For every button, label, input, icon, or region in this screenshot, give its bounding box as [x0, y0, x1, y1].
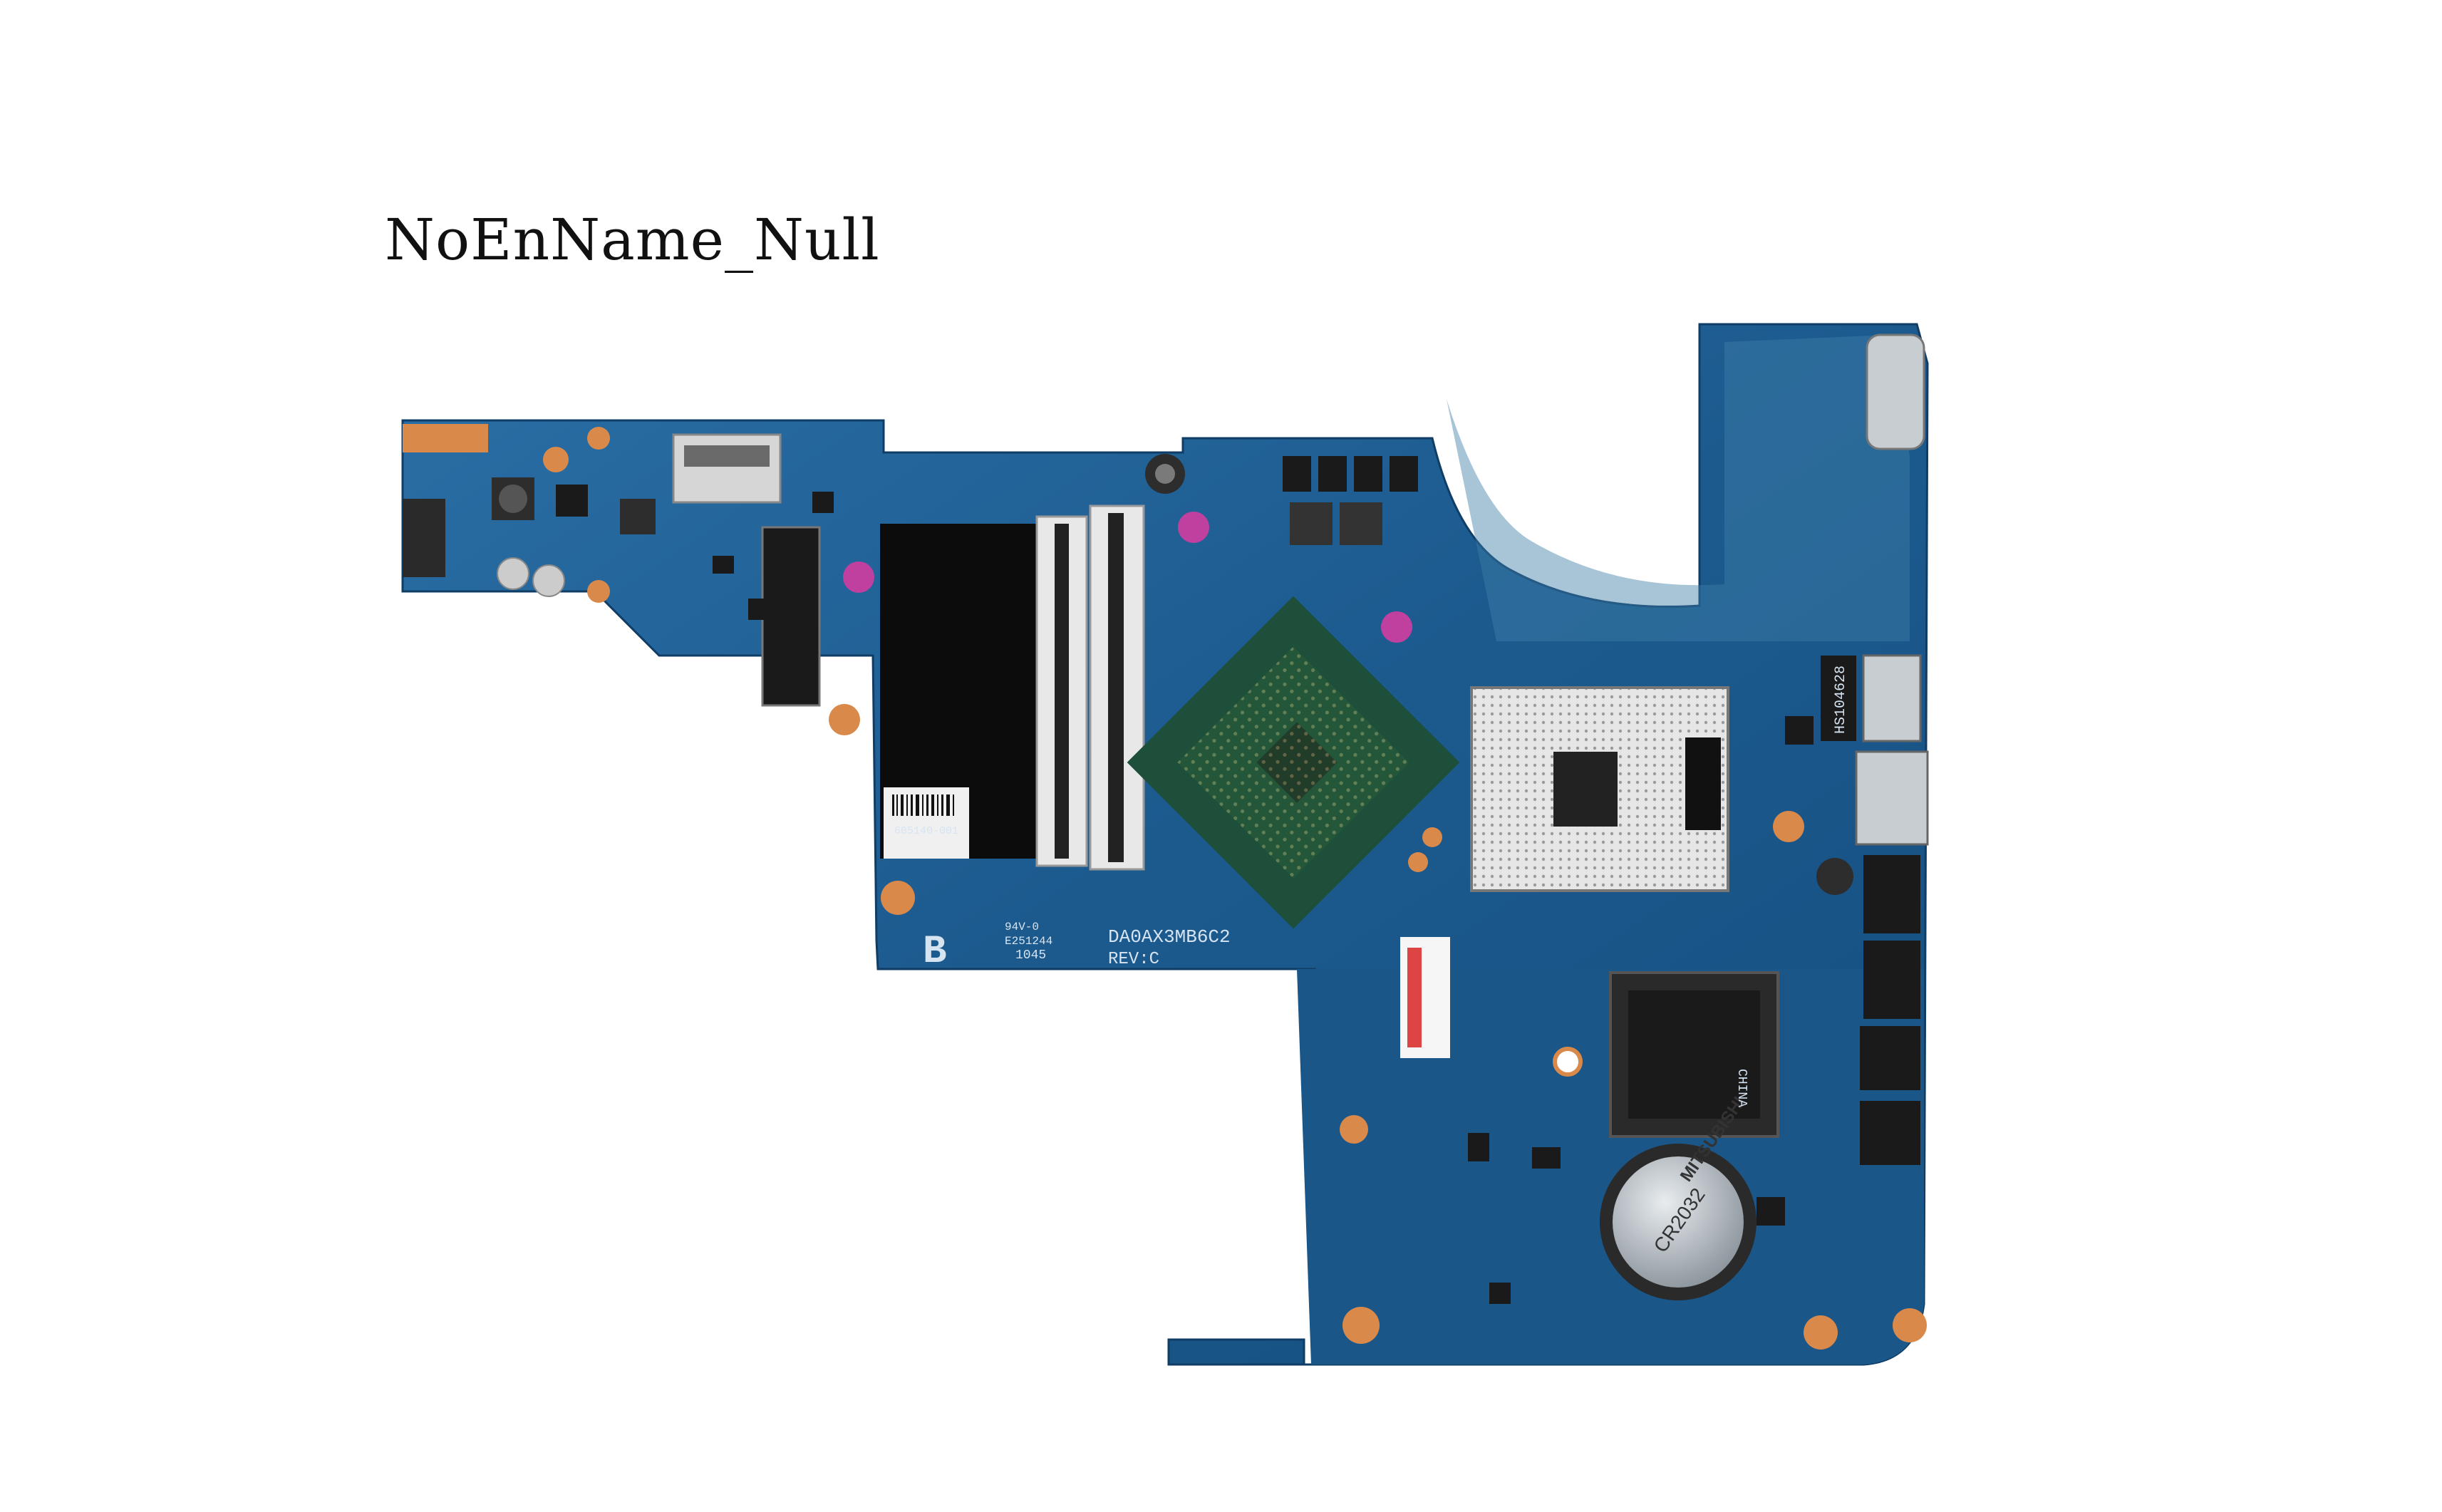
left-edge-connector: [403, 424, 488, 452]
screw-hole: [1553, 1047, 1583, 1077]
usb-label: HS104628: [1833, 666, 1849, 734]
audio-jack-1: [1860, 1026, 1920, 1090]
board-model: DA0AX3MB6C2: [1108, 926, 1231, 948]
vrm-mosfets: [1283, 456, 1418, 492]
capacitor: [843, 561, 874, 593]
usb-port-3: [1863, 941, 1920, 1019]
capacitor: [1178, 512, 1209, 543]
capacitor: [1381, 611, 1412, 643]
capacitor: [1816, 858, 1853, 895]
usb-label-chip: [1821, 656, 1856, 741]
mounting-pads: [829, 704, 1927, 1350]
pcb-code-2: E251244: [1005, 935, 1052, 948]
vrm-inductors: [1290, 502, 1382, 545]
pcb-code-1: 94V-0: [1005, 921, 1039, 933]
sticker-code: 605140-001: [894, 825, 958, 837]
capacitor: [532, 564, 565, 597]
usb-port-1: [1862, 654, 1922, 742]
vga-connector: [1866, 333, 1925, 450]
cpu-socket-center: [1553, 752, 1618, 827]
cmos-battery: [1613, 1156, 1744, 1288]
chip-country: CHINA: [1734, 1069, 1749, 1107]
chip-small: [556, 485, 588, 517]
barcode: [892, 794, 954, 816]
usb-port-2: [1863, 855, 1920, 933]
date-code: 1045: [1015, 948, 1046, 963]
protective-film: [1447, 335, 1910, 641]
watermark-text: NoEnName_Null: [385, 207, 880, 273]
power-jack: [403, 499, 445, 577]
socket-lever: [1685, 737, 1721, 830]
audio-jack-2: [1860, 1101, 1920, 1165]
board-letter: B: [923, 928, 947, 974]
inductor: [620, 499, 656, 534]
board-revision: REV:C: [1108, 950, 1159, 969]
sata-connector: [672, 433, 782, 504]
small-components: [713, 492, 1814, 1304]
ethernet-port: [1855, 750, 1929, 846]
capacitor: [497, 557, 529, 590]
